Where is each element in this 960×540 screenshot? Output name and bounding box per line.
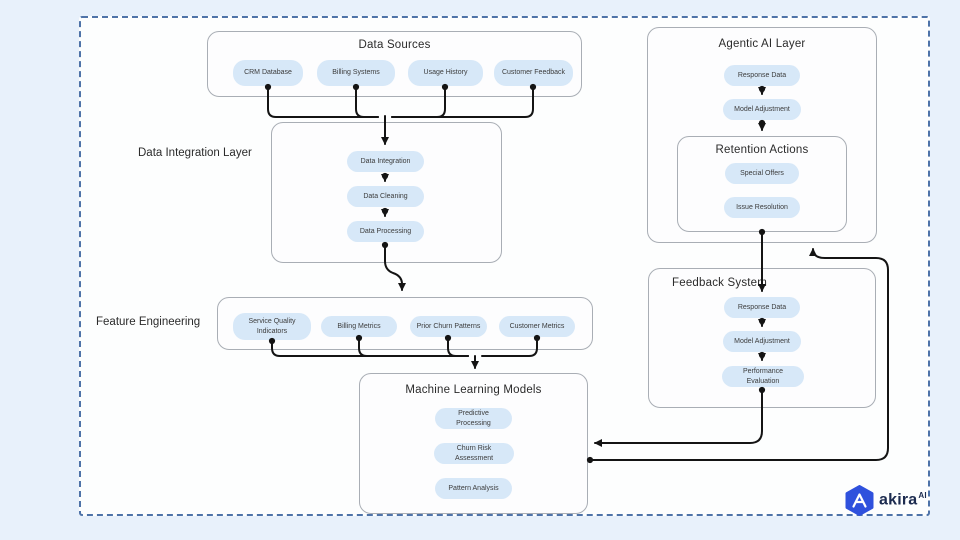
node-prior-churn-patterns: Prior Churn Patterns (410, 316, 487, 337)
node-model-adjustment-feedback: Model Adjustment (723, 331, 801, 352)
node-issue-resolution: Issue Resolution (724, 197, 800, 218)
node-billing-systems: Billing Systems (317, 60, 395, 86)
node-data-integration: Data Integration (347, 151, 424, 172)
container-title: Data Sources (358, 39, 431, 51)
node-billing-metrics: Billing Metrics (321, 316, 397, 337)
node-service-quality-indicators: Service Quality Indicators (233, 313, 311, 340)
logo-superscript: AI (918, 491, 927, 501)
akira-ai-logo: akiraAI (845, 485, 927, 516)
node-performance-evaluation: Performance Evaluation (722, 366, 804, 387)
node-customer-metrics: Customer Metrics (499, 316, 575, 337)
container-title: Machine Learning Models (405, 384, 542, 396)
label-feature-engineering: Feature Engineering (96, 316, 201, 328)
node-response-data-agentic: Response Data (724, 65, 800, 86)
node-data-cleaning: Data Cleaning (347, 186, 424, 207)
logo-brand: akira (879, 491, 918, 509)
node-data-processing: Data Processing (347, 221, 424, 242)
node-model-adjustment-agentic: Model Adjustment (723, 99, 801, 120)
node-predictive-processing: Predictive Processing (435, 408, 512, 429)
label-data-integration-layer: Data Integration Layer (138, 147, 252, 159)
node-special-offers: Special Offers (725, 163, 799, 184)
logo-wordmark: akiraAI (879, 491, 927, 509)
akira-hexagon-icon (845, 485, 874, 516)
node-churn-risk-assessment: Churn Risk Assessment (434, 443, 514, 464)
node-response-data-feedback: Response Data (724, 297, 800, 318)
node-crm-database: CRM Database (233, 60, 303, 86)
container-title: Retention Actions (715, 144, 809, 156)
container-title: Agentic AI Layer (718, 38, 806, 50)
node-pattern-analysis: Pattern Analysis (435, 478, 512, 499)
container-title: Feedback System (672, 277, 768, 289)
node-usage-history: Usage History (408, 60, 483, 86)
node-customer-feedback: Customer Feedback (494, 60, 573, 86)
